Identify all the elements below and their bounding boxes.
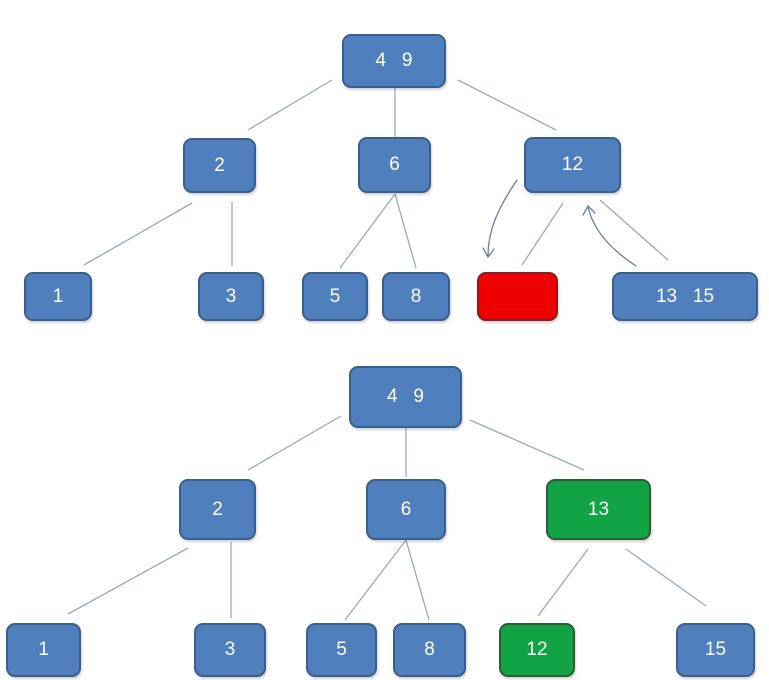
edge-bottom-13-15 <box>625 548 707 607</box>
bottom-node-13: 13 <box>546 479 651 540</box>
edge-bottom-root-13 <box>469 419 585 471</box>
edge-top-12-empty <box>521 202 564 266</box>
rotation-arrow-left-head <box>482 247 495 259</box>
edge-top-2-1 <box>83 202 193 266</box>
edge-bottom-root-2 <box>247 415 342 471</box>
bottom-leaf-15: 15 <box>676 623 755 677</box>
bottom-leaf-1: 1 <box>6 623 81 677</box>
edge-bottom-2-1 <box>67 547 189 615</box>
top-leaf-8: 8 <box>382 272 450 321</box>
edge-bottom-6-8 <box>405 539 430 621</box>
edge-top-12-13-15 <box>599 199 669 261</box>
edge-top-6-8 <box>394 193 417 269</box>
top-leaf-3: 3 <box>198 272 264 321</box>
top-leaf-empty-highlight <box>477 272 558 321</box>
bottom-node-6: 6 <box>366 479 446 540</box>
top-root-node: 4 9 <box>342 34 446 88</box>
edge-bottom-13-12 <box>537 548 589 617</box>
top-leaf-5: 5 <box>302 272 368 321</box>
top-leaf-13-15: 13 15 <box>612 272 758 321</box>
edge-bottom-6-5 <box>344 539 407 621</box>
edge-top-root-12 <box>457 79 557 131</box>
bottom-root-node: 4 9 <box>349 366 462 428</box>
bottom-leaf-12: 12 <box>499 623 575 677</box>
bottom-leaf-3: 3 <box>194 623 266 677</box>
top-node-2: 2 <box>183 138 256 193</box>
top-leaf-1: 1 <box>24 272 92 321</box>
rotation-arrow-right <box>587 206 637 267</box>
edge-top-6-5 <box>339 193 396 269</box>
rotation-arrow-right-head <box>582 204 596 216</box>
bottom-leaf-5: 5 <box>306 623 377 677</box>
bottom-node-2: 2 <box>179 479 256 540</box>
bottom-leaf-8: 8 <box>393 623 466 677</box>
rotation-arrow-left <box>487 179 518 257</box>
edge-top-root-2 <box>247 79 333 131</box>
top-node-12: 12 <box>524 137 621 193</box>
top-node-6: 6 <box>358 137 431 193</box>
